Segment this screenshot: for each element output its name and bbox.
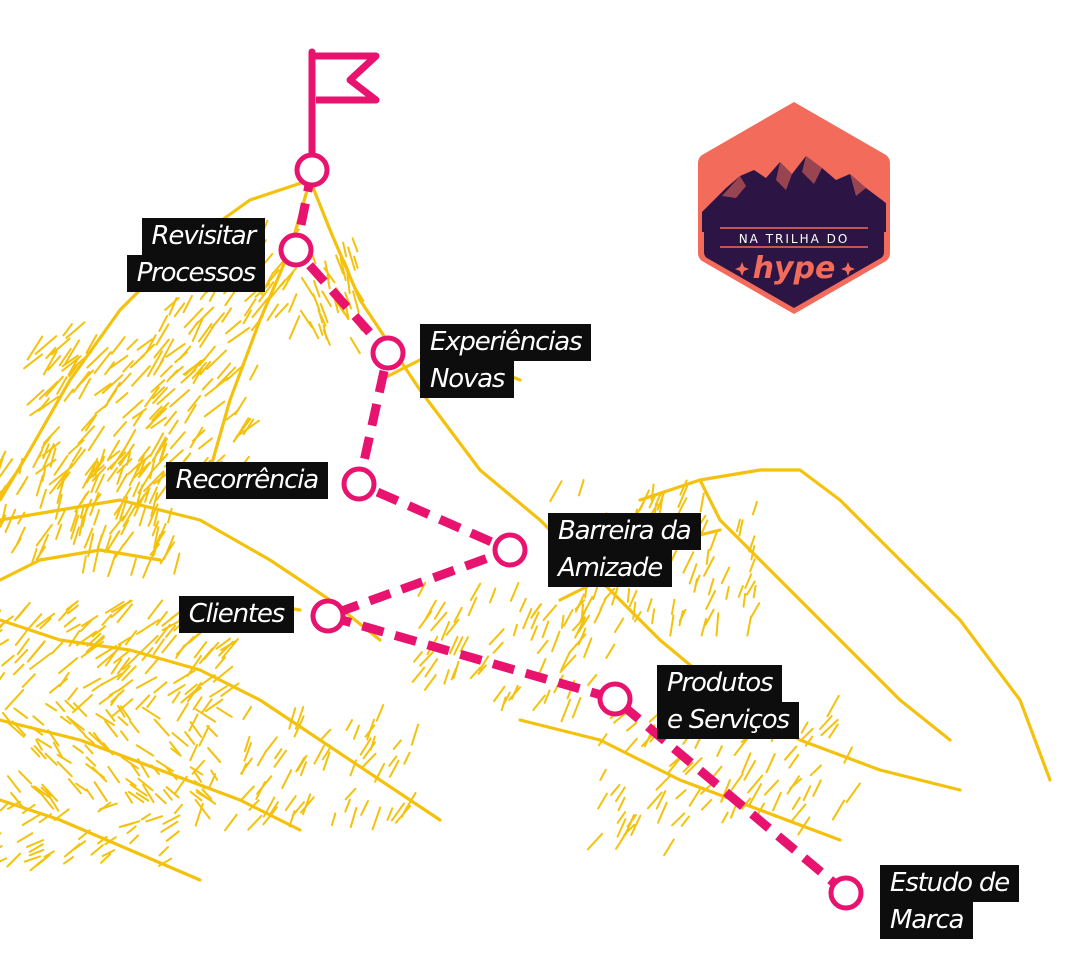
step-label-line: Experiências bbox=[420, 324, 592, 361]
badge-logo-text: hype bbox=[753, 251, 836, 286]
trail-node bbox=[278, 232, 314, 268]
step-label-line: Produtos bbox=[657, 665, 783, 702]
trail-node bbox=[310, 598, 346, 634]
step-label-experiencias-novas: Experiências Novas bbox=[420, 324, 592, 398]
step-label-barreira-amizade: Barreira da Amizade bbox=[548, 513, 701, 587]
step-label-line: Revisitar bbox=[141, 218, 265, 255]
step-label-line: e Serviços bbox=[657, 702, 799, 739]
step-label-line: Amizade bbox=[548, 550, 673, 587]
trail-node bbox=[370, 335, 406, 371]
step-label-estudo-marca: Estudo de Marca bbox=[880, 865, 1020, 939]
hexagon-mountain-badge: NA TRILHA DO hype bbox=[698, 102, 890, 314]
step-label-line: Clientes bbox=[178, 596, 294, 633]
step-label-line: Processos bbox=[126, 255, 265, 292]
trail-nodes bbox=[278, 152, 864, 911]
trail-path bbox=[291, 169, 849, 897]
step-label-line: Barreira da bbox=[548, 513, 701, 550]
step-label-clientes: Clientes bbox=[178, 596, 294, 633]
trail-node bbox=[597, 681, 633, 717]
trail-node bbox=[341, 466, 377, 502]
flag-icon bbox=[308, 48, 380, 164]
badge-line1: NA TRILHA DO bbox=[739, 232, 850, 246]
step-label-line: Novas bbox=[420, 361, 515, 398]
step-label-line: Estudo de bbox=[880, 865, 1020, 902]
sparkle-icon bbox=[841, 262, 855, 276]
summit-node bbox=[294, 152, 330, 188]
step-label-line: Marca bbox=[880, 902, 974, 939]
trail-node bbox=[828, 875, 864, 911]
trail-node bbox=[492, 532, 528, 568]
step-label-line: Recorrência bbox=[165, 462, 328, 499]
step-label-produtos-servicos: Produtos e Serviços bbox=[657, 665, 799, 739]
step-label-recorrencia: Recorrência bbox=[165, 462, 328, 499]
step-label-revisitar-processos: Revisitar Processos bbox=[126, 218, 265, 292]
sparkle-icon bbox=[735, 262, 749, 276]
